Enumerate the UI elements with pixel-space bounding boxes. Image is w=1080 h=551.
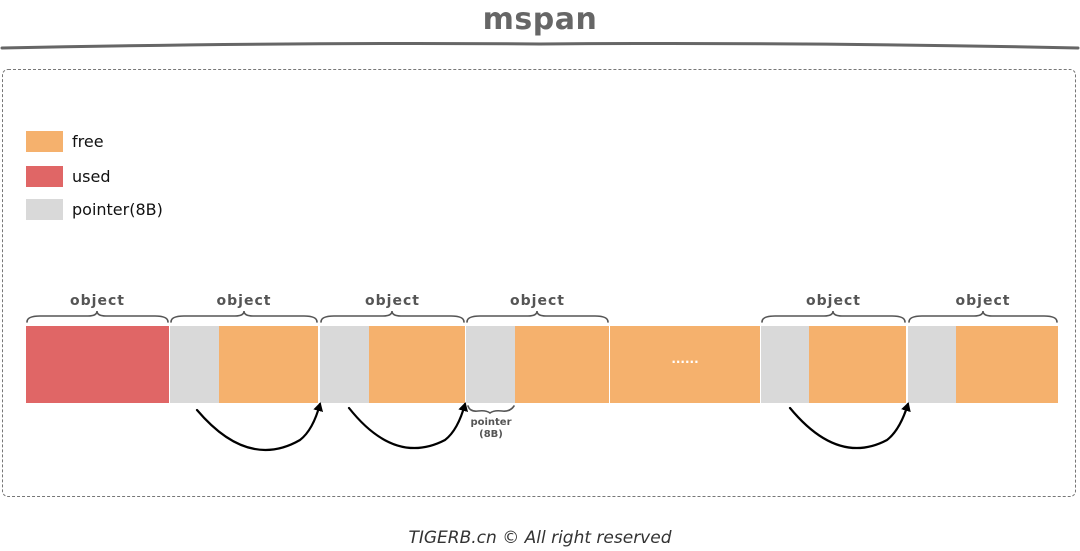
title-underline [0, 42, 1080, 50]
mspan-frame [2, 69, 1076, 497]
pointer-size-label: pointer (8B) [466, 417, 516, 441]
object-label-4: object [510, 293, 565, 309]
legend-swatch-used [26, 165, 63, 187]
pointer-block-4 [761, 326, 809, 403]
legend-label-pointer: pointer(8B) [72, 199, 163, 219]
object-label-5: object [806, 293, 861, 309]
object-used-block [26, 326, 169, 403]
free-block-2 [369, 326, 465, 403]
legend-label-used: used [72, 166, 111, 186]
free-block-4 [809, 326, 906, 403]
page-title: mspan [482, 2, 598, 37]
pointer-block-1 [170, 326, 219, 403]
object-label-2: object [216, 293, 272, 309]
free-block-1 [219, 326, 318, 403]
pointer-block-5 [908, 326, 956, 403]
pointer-label-line2: (8B) [479, 429, 503, 440]
object-label-6: object [955, 293, 1011, 309]
legend-item-pointer: pointer(8B) [26, 198, 163, 220]
legend-item-used: used [26, 165, 110, 187]
pointer-label-line1: pointer [470, 417, 512, 428]
legend-label-free: free [72, 131, 104, 151]
pointer-block-2 [320, 326, 369, 403]
ellipsis-text: ...... [671, 352, 699, 366]
legend-swatch-free [26, 130, 63, 152]
object-label-3: object [365, 293, 420, 309]
free-block-ellipsis [610, 326, 760, 403]
legend-item-free: free [26, 130, 104, 152]
copyright-footer: TIGERB.cn © All right reserved [408, 528, 672, 548]
free-block-3 [515, 326, 609, 403]
object-label-1: object [70, 293, 125, 309]
legend-swatch-pointer [26, 198, 63, 220]
pointer-block-3 [466, 326, 515, 403]
free-block-5 [956, 326, 1058, 403]
